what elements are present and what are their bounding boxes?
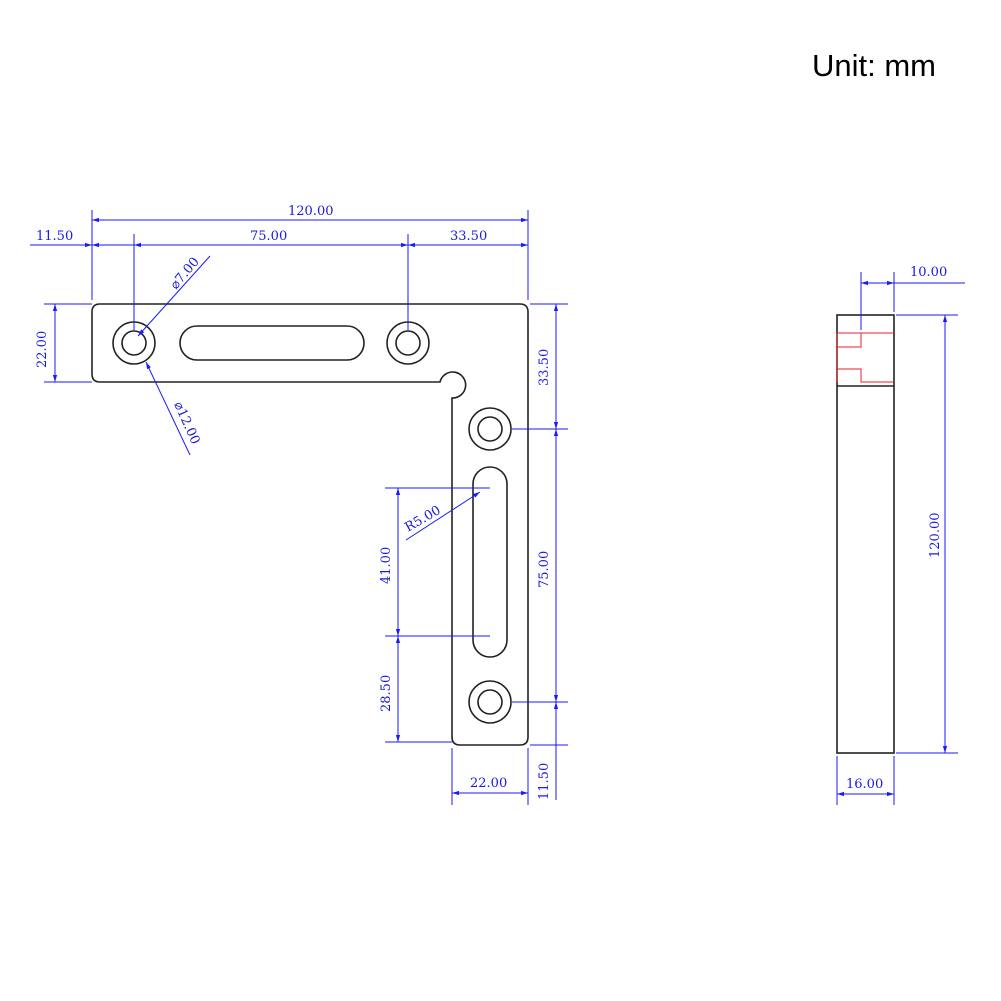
dim-side-thickness: 16.00 [846, 777, 883, 792]
left-dimension-lines [44, 303, 92, 383]
side-view-outline [836, 314, 895, 754]
side-dimension-lines [836, 272, 965, 805]
right-top-hole [468, 407, 512, 451]
dim-right-slot-span: 75.00 [537, 551, 552, 588]
dim-top-right: 33.50 [450, 229, 487, 244]
dim-side-height: 120.00 [928, 513, 943, 559]
dim-hole-offset: 11.50 [36, 229, 73, 244]
right-slot [472, 466, 508, 658]
bottom-dimension-lines [451, 748, 529, 805]
dim-bottom-offset: 28.50 [379, 675, 394, 712]
right-bottom-hole [468, 680, 512, 724]
dim-arm-width-bottom: 22.00 [470, 776, 507, 791]
dim-overall-length: 120.00 [288, 204, 334, 219]
side-view-section-line [836, 332, 894, 383]
dim-slot-span-top: 75.00 [250, 229, 287, 244]
l-bracket-outline [91, 303, 529, 746]
top-dimension-lines [30, 210, 529, 330]
dim-arm-width-top: 22.00 [35, 331, 50, 368]
unit-label: Unit: mm [812, 48, 936, 83]
dim-right-top: 33.50 [537, 349, 552, 386]
dim-hole-diameter: ⌀7.00 [168, 255, 203, 293]
dim-bottom-hole-offset: 11.50 [537, 763, 552, 800]
right-dimension-lines [512, 303, 568, 800]
top-right-hole [386, 321, 430, 365]
dim-slot-radius: R5.00 [403, 503, 444, 535]
slot-dimension-lines [385, 487, 490, 743]
top-slot [179, 325, 365, 361]
dim-side-top-width: 10.00 [910, 265, 947, 280]
dim-slot-length: 41.00 [379, 547, 394, 584]
